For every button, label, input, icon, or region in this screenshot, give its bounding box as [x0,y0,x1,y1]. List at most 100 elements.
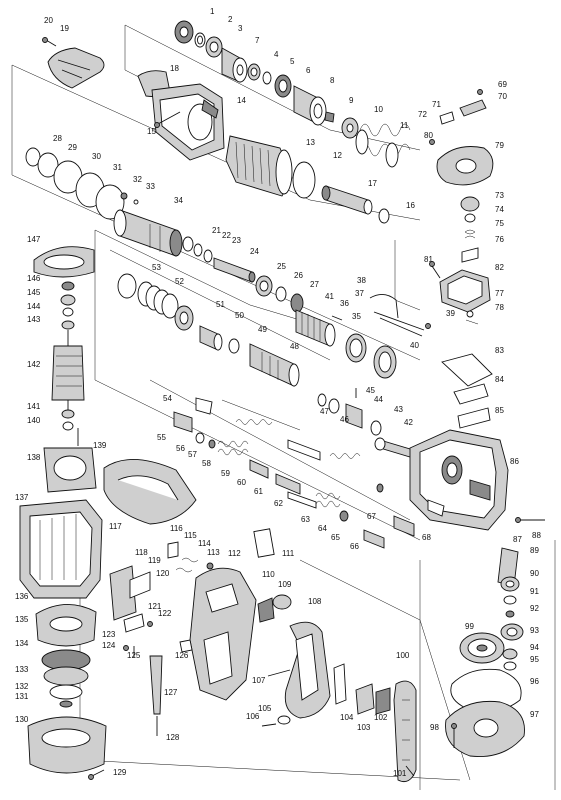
part-138-field [43,447,97,493]
part-label-29: 29 [68,143,77,152]
part-label-91: 91 [530,587,539,596]
part-label-17: 17 [368,179,377,188]
part-118-124-switch-assembly [109,565,153,651]
part-label-67: 67 [367,512,376,521]
part-86-crank-housing [409,429,509,531]
part-98-screw [451,723,457,748]
part-label-71: 71 [432,100,441,109]
part-6-bushing [274,74,292,98]
part-label-131: 131 [15,692,29,701]
part-129-screw [88,769,105,780]
part-label-44: 44 [374,395,383,404]
part-label-118: 118 [135,548,148,557]
part-label-19: 19 [60,24,69,33]
part-label-9: 9 [349,96,354,105]
part-label-106: 106 [246,712,260,721]
part-label-144: 144 [27,302,41,311]
part-label-68: 68 [422,533,431,542]
part-label-33: 33 [146,182,155,191]
part-label-41: 41 [325,292,334,301]
part-112-handle-housing [189,567,257,701]
part-label-82: 82 [495,263,504,272]
part-label-137: 137 [15,493,29,502]
part-117-motor-cover [103,459,197,525]
part-13-cylinder [225,135,293,197]
part-94-95-rings [502,648,518,671]
spindle-group-21-27 [182,236,304,313]
part-label-54: 54 [163,394,172,403]
part-36-pin [331,315,343,321]
part-143-146-bearings [60,281,76,330]
part-label-63: 63 [301,515,310,524]
part-73-76-knob [460,196,480,263]
part-84-bracket [453,383,489,405]
part-label-55: 55 [157,433,166,442]
part-label-130: 130 [15,715,29,724]
part-77-78-spring [465,310,479,325]
part-number-labels: 1234567891011121314151617181920212223242… [15,7,541,778]
part-label-111: 111 [282,549,295,558]
part-147-baffle [33,246,95,278]
part-label-43: 43 [394,405,403,414]
part-label-39: 39 [446,309,455,318]
part-85-plate [457,407,491,429]
part-99-gear [459,632,505,664]
part-label-7: 7 [255,36,260,45]
part-label-27: 27 [310,280,319,289]
part-label-133: 133 [15,665,29,674]
part-label-22: 22 [222,231,231,240]
part-43-ring [370,420,382,436]
part-90-bearing [500,576,520,592]
part-label-104: 104 [340,713,354,722]
part-label-129: 129 [113,768,127,777]
part-label-23: 23 [232,236,241,245]
part-40-clutch [373,345,397,379]
part-label-127: 127 [164,688,178,697]
part-52-spring [137,281,179,319]
part-102-104-switch-parts [333,663,391,715]
part-label-87: 87 [513,535,522,544]
part-91-92-rings [503,595,517,618]
part-label-73: 73 [495,191,504,200]
part-label-99: 99 [465,622,474,631]
part-label-6: 6 [306,66,311,75]
part-label-34: 34 [174,196,183,205]
part-93-bearing [500,623,524,641]
part-label-89: 89 [530,546,539,555]
part-label-30: 30 [92,152,101,161]
part-label-132: 132 [15,682,29,691]
part-label-126: 126 [175,651,189,660]
part-label-125: 125 [127,651,141,660]
part-41-needle-bearing [295,309,336,347]
part-46-47-rings [317,393,340,414]
part-8-guide [293,85,327,126]
part-label-81: 81 [424,255,433,264]
part-label-26: 26 [294,271,303,280]
part-9-pin [324,111,335,123]
part-125-126-screws [133,639,193,658]
part-label-58: 58 [202,459,211,468]
part-label-139: 139 [93,441,107,450]
part-label-25: 25 [277,262,286,271]
part-label-78: 78 [495,303,504,312]
part-137-motor-housing [19,499,103,599]
part-19-cover [47,47,105,89]
part-label-86: 86 [510,457,519,466]
part-127-cord-guard [149,655,163,715]
part-49-o-ring [228,338,240,354]
part-label-146: 146 [27,274,41,283]
part-79-cover [436,146,494,186]
part-label-35: 35 [352,312,361,321]
part-17-shaft [321,185,373,215]
part-label-21: 21 [212,226,221,235]
part-label-31: 31 [113,163,122,172]
part-label-141: 141 [27,402,41,411]
part-label-103: 103 [357,723,371,732]
part-109-110-switch [257,594,292,623]
part-label-1: 1 [210,7,215,16]
part-label-32: 32 [133,175,142,184]
part-label-140: 140 [27,416,41,425]
part-label-117: 117 [109,522,122,531]
part-108-handle [284,621,331,719]
